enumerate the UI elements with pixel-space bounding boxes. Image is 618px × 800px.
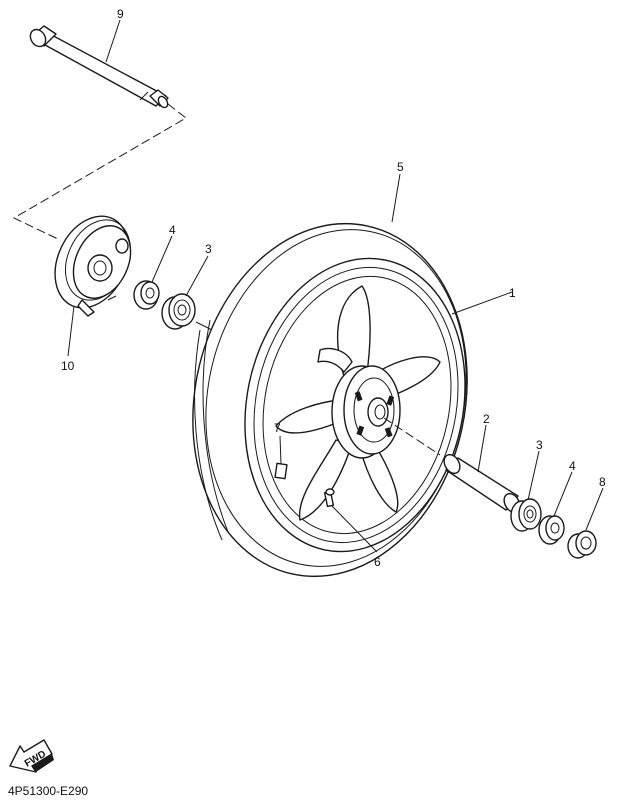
axle-alignment-line [12,103,187,241]
callout-2: 2 [483,412,490,426]
leader-lines [67,19,604,553]
callout-10: 10 [61,359,75,373]
spacer-part-2 [443,453,521,514]
cast-wheel-part-1 [244,257,466,553]
forward-direction-badge: FWD [9,739,54,773]
callout-5: 5 [397,160,404,174]
hub-cover-part-10 [54,215,132,317]
callout-9: 9 [117,7,124,21]
collar-part-8 [567,530,597,559]
callout-3-right: 3 [536,438,543,452]
callout-4-right: 4 [569,459,576,473]
oil-seal-part-4-right [538,515,565,545]
document-code: 4P51300-E290 [8,784,88,798]
callout-8: 8 [599,475,606,489]
valve-part-6 [323,488,335,508]
callout-3-left: 3 [205,242,212,256]
callout-4-left: 4 [169,223,176,237]
callout-labels: 9 5 1 2 3 4 8 3 4 10 7 6 [61,7,606,569]
axle-part-9 [29,25,169,109]
callout-1: 1 [509,286,516,300]
bearing-part-3-left [161,293,213,331]
oil-seal-part-4-left [133,280,160,310]
callout-7: 7 [274,421,281,435]
bearing-part-3-right [510,498,542,532]
hub-axis-line [383,417,441,456]
callout-6: 6 [374,555,381,569]
